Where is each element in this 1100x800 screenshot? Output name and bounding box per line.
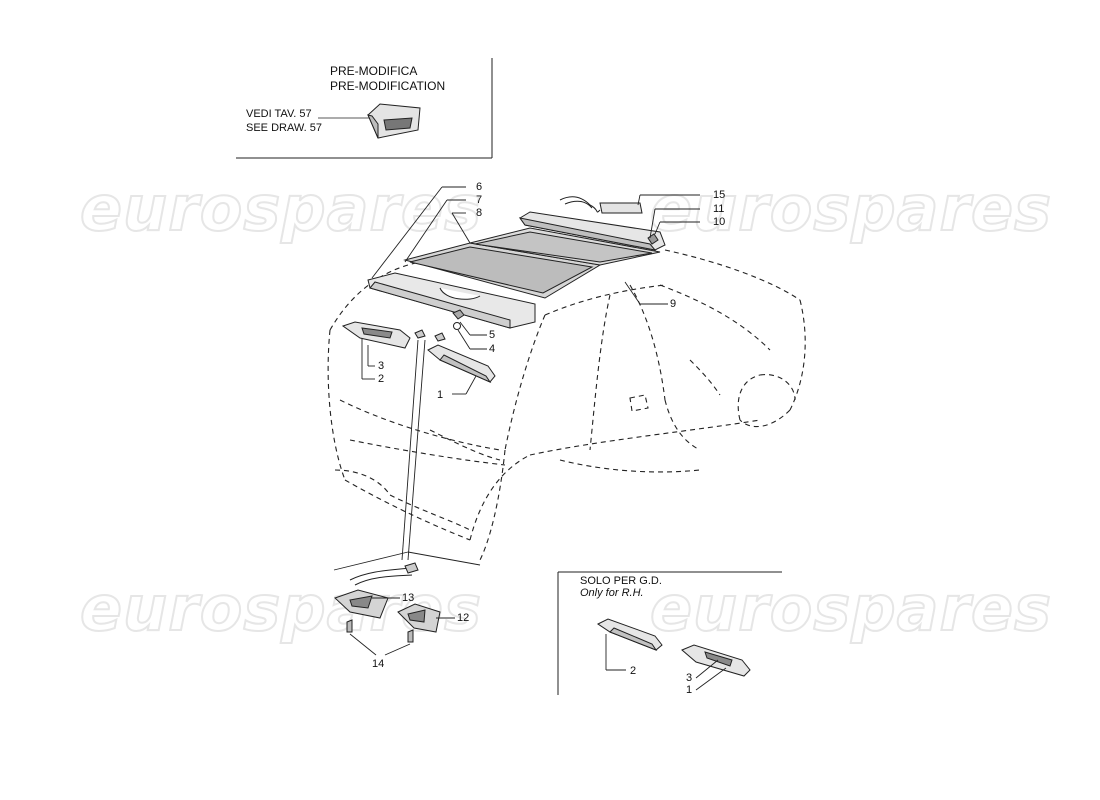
callout-9: 9 xyxy=(670,298,676,310)
inset-rh-callout-2: 2 xyxy=(630,665,636,677)
callout-2: 2 xyxy=(378,373,384,385)
callout-7: 7 xyxy=(476,194,482,206)
callout-10: 10 xyxy=(713,216,725,228)
callout-5: 5 xyxy=(489,329,495,341)
inset-pre-modification: PRE-MODIFICA PRE-MODIFICATION VEDI TAV. … xyxy=(236,58,493,159)
courtesy-lamps-detail xyxy=(334,562,441,643)
callout-13: 13 xyxy=(402,592,414,604)
car-outline xyxy=(327,249,806,561)
callout-3: 3 xyxy=(378,360,384,372)
rh-sun-visor-1-3 xyxy=(681,644,751,677)
watermark-top-left: eurospares xyxy=(80,172,482,245)
inset-rh-title-it: SOLO PER G.D. xyxy=(580,575,662,587)
callout-4: 4 xyxy=(489,343,495,355)
sun-visor-right xyxy=(427,344,496,384)
inset-title-it: PRE-MODIFICA xyxy=(330,64,417,78)
callout-numbers: 6 7 8 9 15 11 10 5 4 3 2 1 13 12 14 xyxy=(372,181,725,670)
pre-mod-courtesy-lamp xyxy=(367,103,421,139)
callout-11: 11 xyxy=(713,203,724,215)
fastener-parts xyxy=(414,233,659,342)
callout-12: 12 xyxy=(457,612,469,624)
watermark-top-right: eurospares xyxy=(650,172,1052,245)
callout-leaders xyxy=(349,186,700,656)
interior-light-wiring xyxy=(559,196,643,214)
sun-visor-left xyxy=(341,321,411,349)
inset-ref-it: VEDI TAV. 57 xyxy=(246,108,312,120)
callout-1: 1 xyxy=(437,389,443,401)
roof-headliner-assembly xyxy=(367,211,666,329)
inset-title-en: PRE-MODIFICATION xyxy=(330,79,445,93)
inset-rh-callout-3: 3 xyxy=(686,672,692,684)
inset-rh-callout-1: 1 xyxy=(686,684,692,696)
callout-8: 8 xyxy=(476,207,482,219)
detail-guide-lines xyxy=(333,339,481,571)
callout-14: 14 xyxy=(372,658,384,670)
watermark-bottom-right: eurospares xyxy=(650,572,1052,645)
rh-sun-visor-2 xyxy=(597,618,663,652)
inset-right-hand-drive: SOLO PER G.D. Only for R.H. 2 3 1 xyxy=(557,571,782,696)
callout-15: 15 xyxy=(713,189,725,201)
callout-6: 6 xyxy=(476,181,482,193)
inset-rh-title-en: Only for R.H. xyxy=(580,587,644,599)
inset-ref-en: SEE DRAW. 57 xyxy=(246,122,322,134)
